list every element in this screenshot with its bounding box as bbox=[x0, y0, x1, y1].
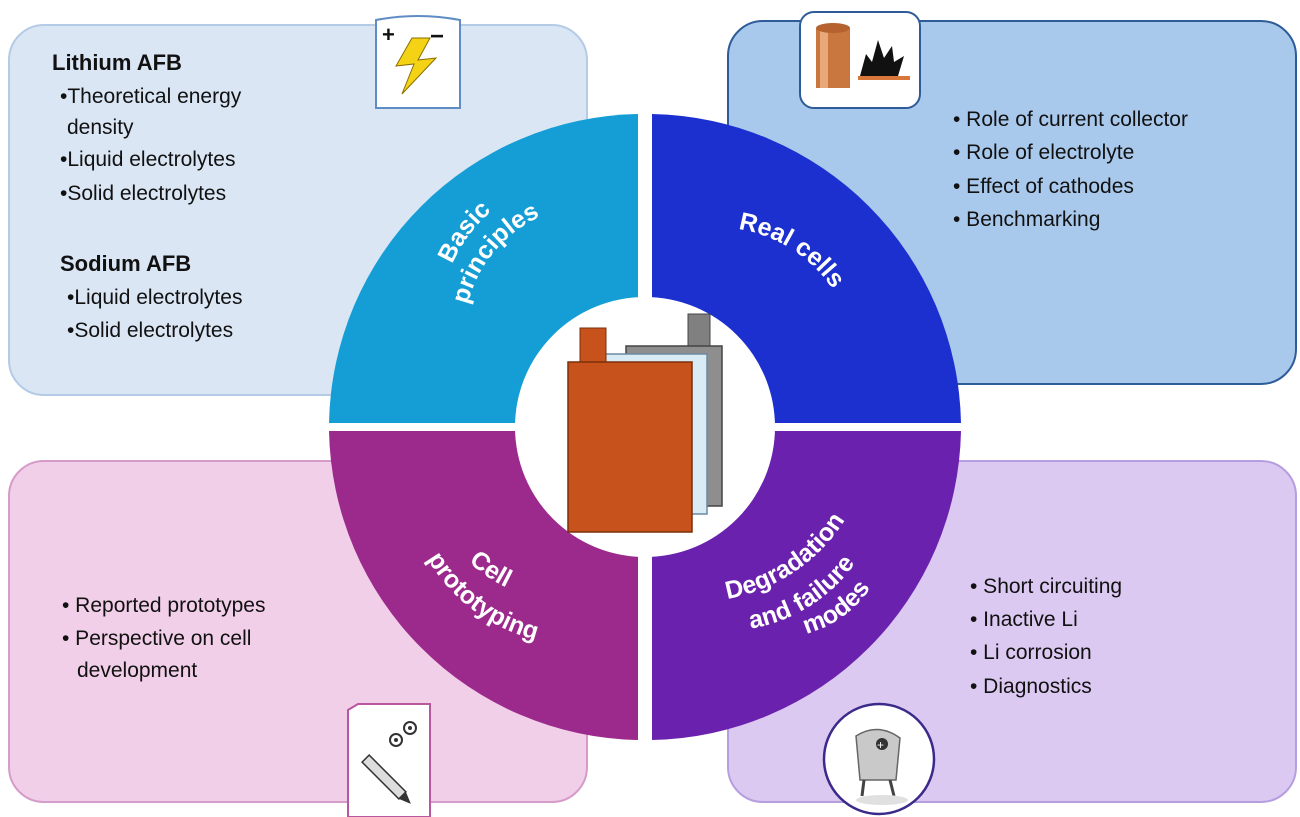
copper-foil-explosion-icon bbox=[799, 11, 921, 109]
list-item: • Li corrosion bbox=[970, 641, 1092, 664]
lithium-afb-heading: Lithium AFB bbox=[52, 50, 182, 75]
list-item: • Effect of cathodes bbox=[953, 175, 1134, 198]
list-item: • Inactive Li bbox=[970, 608, 1078, 631]
pencil-gears-icon bbox=[347, 703, 431, 817]
list-item: • Short circuiting bbox=[970, 575, 1123, 598]
list-item: •Solid electrolytes bbox=[60, 182, 227, 205]
list-item: •Liquid electrolytes bbox=[60, 148, 236, 171]
list-item: density bbox=[67, 116, 134, 139]
svg-text:+: + bbox=[877, 738, 884, 752]
list-item: • Role of current collector bbox=[953, 108, 1188, 131]
sodium-afb-heading: Sodium AFB bbox=[60, 251, 192, 276]
battery-polarity-lightning-icon: + − bbox=[375, 15, 461, 109]
list-item: • Role of electrolyte bbox=[953, 141, 1135, 164]
list-item: • Reported prototypes bbox=[62, 594, 266, 617]
svg-text:+: + bbox=[382, 22, 395, 47]
pouch-cell-stack-icon bbox=[567, 313, 723, 533]
damaged-battery-icon: + bbox=[822, 702, 936, 816]
list-item: •Liquid electrolytes bbox=[67, 286, 243, 309]
list-item: • Perspective on cell bbox=[62, 627, 252, 650]
list-item: • Diagnostics bbox=[970, 675, 1092, 698]
svg-text:−: − bbox=[430, 23, 444, 50]
list-item: development bbox=[77, 659, 198, 682]
list-item: •Solid electrolytes bbox=[67, 319, 234, 342]
list-item: • Benchmarking bbox=[953, 208, 1101, 231]
list-item: •Theoretical energy bbox=[60, 85, 242, 108]
